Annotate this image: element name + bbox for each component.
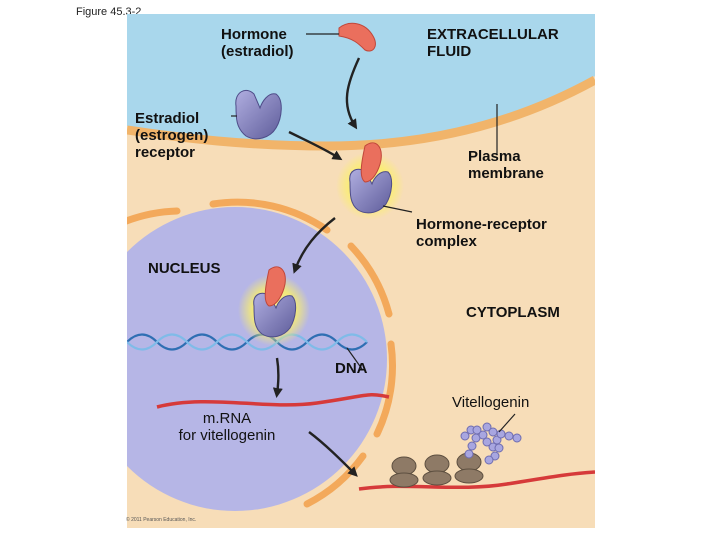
plasma-membrane xyxy=(127,76,595,151)
plasma-membrane-label: Plasma membrane xyxy=(468,148,544,182)
pathway-arrows xyxy=(272,57,361,477)
vitellogenin-label: Vitellogenin xyxy=(452,394,530,411)
vitellogenin-protein xyxy=(460,422,522,465)
mrna-nucleus xyxy=(156,393,390,409)
nucleus xyxy=(127,207,387,511)
nucleus-label: NUCLEUS xyxy=(148,260,221,277)
diagram-panel: Hormone (estradiol) EXTRACELLULAR FLUID … xyxy=(127,14,595,528)
hormone-bound-cytoplasm xyxy=(360,142,382,183)
hormone-label: Hormone (estradiol) xyxy=(221,26,294,60)
copyright-notice: © 2011 Pearson Education, Inc. xyxy=(126,517,197,523)
mrna-label: m.RNA for vitellogenin xyxy=(178,410,276,444)
dna-label: DNA xyxy=(335,360,368,377)
label-leaders xyxy=(231,33,516,433)
diagram-canvas xyxy=(127,14,595,528)
hormone-bound-nucleus xyxy=(264,266,286,307)
nuclear-envelope xyxy=(127,198,396,508)
extracellular-fluid-label: EXTRACELLULAR FLUID xyxy=(427,26,559,60)
cytoplasm-label: CYTOPLASM xyxy=(466,304,560,321)
figure-label: Figure 45.3-2 xyxy=(76,6,142,18)
receptor-label: Estradiol (estrogen) receptor xyxy=(135,110,209,161)
receptor-free xyxy=(235,90,282,140)
hormone-free xyxy=(338,22,376,52)
dna-helix xyxy=(127,333,368,351)
hormone-receptor-complex-label: Hormone-receptor complex xyxy=(416,216,547,250)
ribosomes xyxy=(389,452,484,488)
